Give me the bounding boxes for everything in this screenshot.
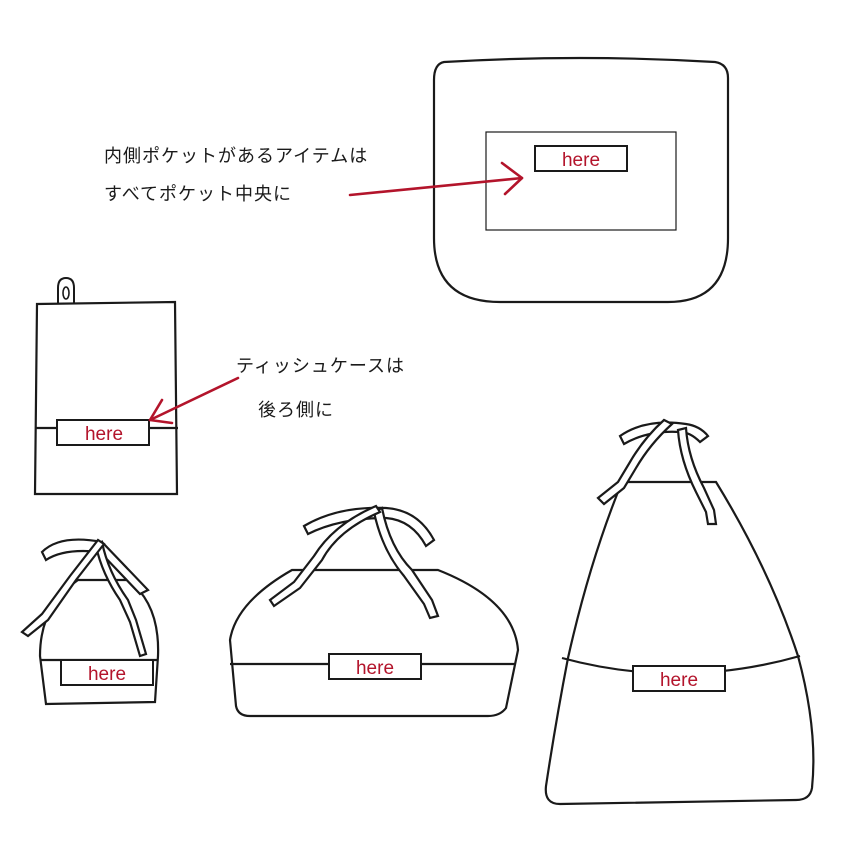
pouch-illustration	[432, 56, 730, 304]
tissue-case-label-tag: here	[56, 419, 150, 446]
lunch-bag-body	[228, 568, 520, 718]
tissue-case-label-text: here	[85, 424, 123, 445]
large-drawstring-bag-label-tag: here	[632, 665, 726, 692]
large-drawstring-bag-label-text: here	[660, 670, 698, 691]
pouch-label-tag: here	[534, 145, 628, 172]
lunch-bag-label-tag: here	[328, 653, 422, 680]
tissue-case-note-line1: ティッシュケースは	[236, 356, 406, 377]
large-bag-body	[544, 480, 815, 806]
pouch-outline	[432, 56, 730, 304]
pouch-label-text: here	[562, 150, 600, 171]
tissue-case-hanging-loop	[57, 276, 75, 304]
tissue-case-illustration	[33, 276, 179, 496]
large-drawstring-bag-illustration	[544, 418, 815, 806]
small-drawstring-bag-label-text: here	[88, 664, 126, 685]
lunch-bag-illustration	[228, 504, 520, 718]
tissue-case-note-line2: 後ろ側に	[258, 400, 334, 421]
inner-pocket-note-line2: すべてポケット中央に	[104, 184, 293, 205]
tissue-case-outline	[33, 300, 179, 496]
inner-pocket-note-line1: 内側ポケットがあるアイテムは	[104, 146, 369, 167]
lunch-bag-label-text: here	[356, 658, 394, 679]
tissue-case-arrow	[148, 376, 240, 425]
small-drawstring-bag-label-tag: here	[60, 659, 154, 686]
pouch-arrow	[348, 161, 524, 197]
